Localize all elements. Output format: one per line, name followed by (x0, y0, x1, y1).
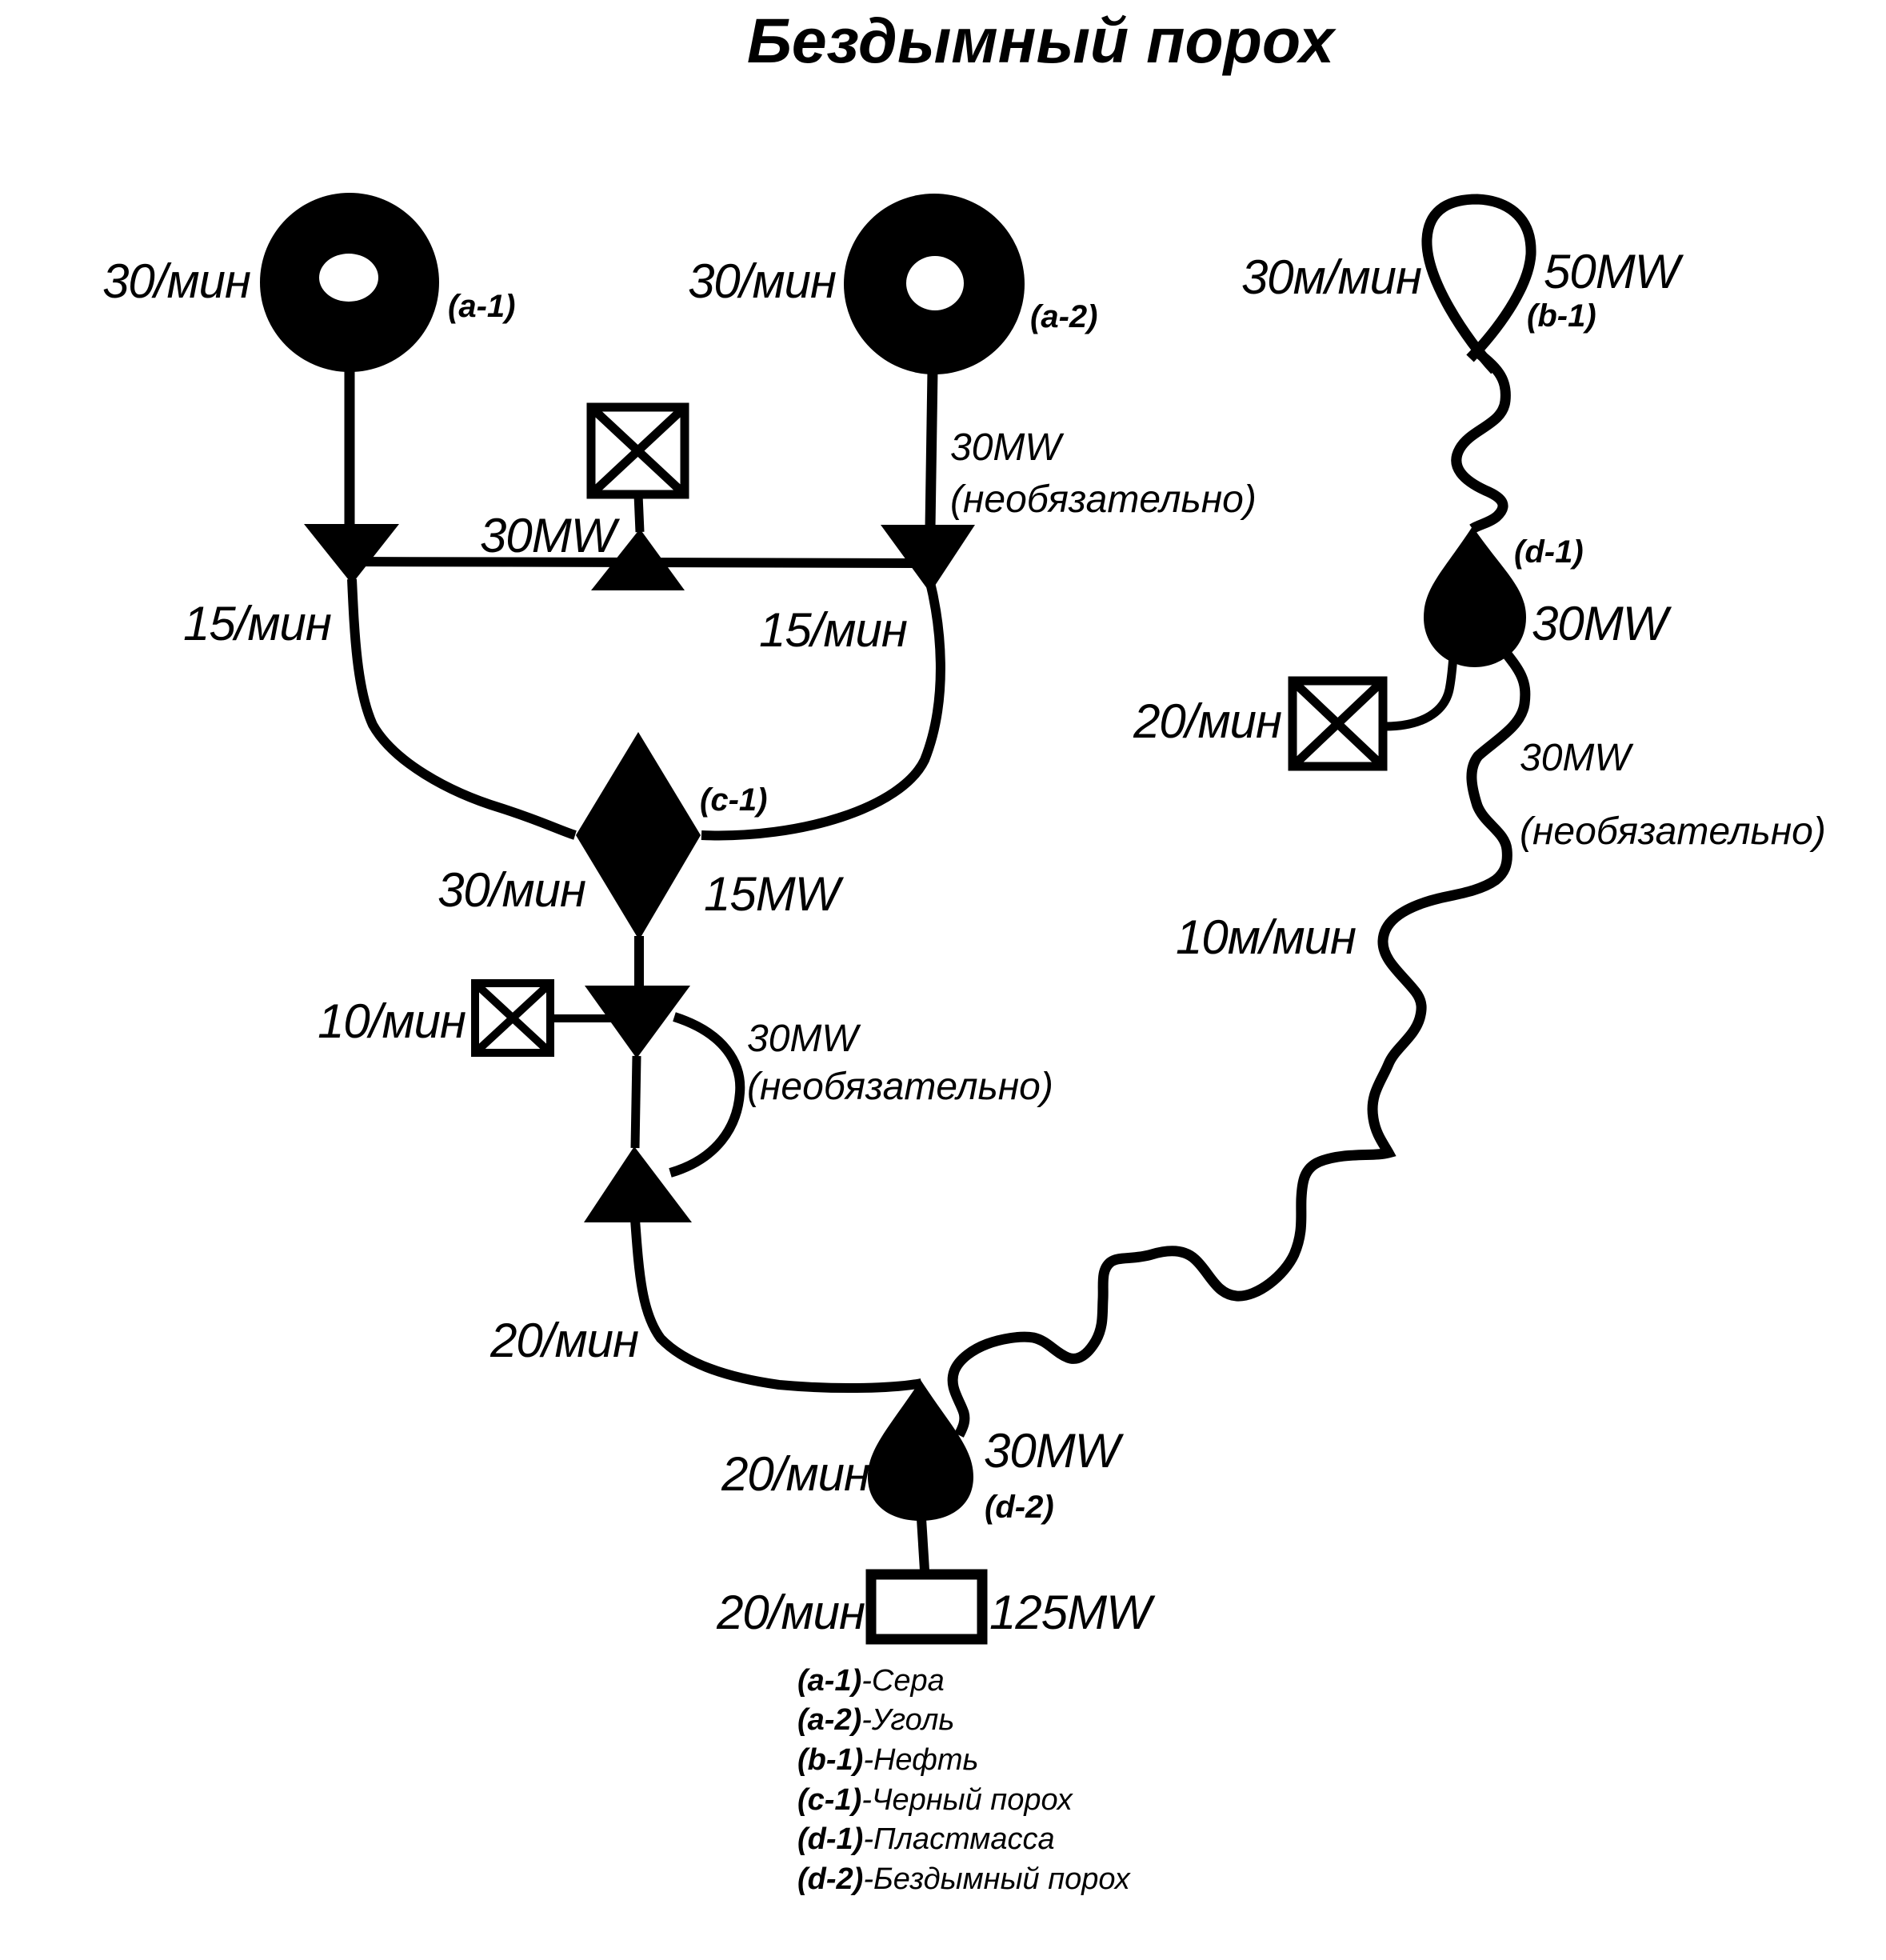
svg-text:30MW: 30MW (984, 1424, 1125, 1478)
svg-text:20/мин: 20/мин (1133, 694, 1281, 748)
svg-text:(a-2)-Уголь: (a-2)-Уголь (797, 1703, 954, 1737)
svg-text:30MW: 30MW (1520, 737, 1634, 779)
svg-text:(необязательно): (необязательно) (950, 478, 1257, 521)
svg-text:30/мин: 30/мин (438, 863, 585, 917)
svg-text:30MW: 30MW (480, 509, 621, 562)
svg-text:20/мин: 20/мин (716, 1586, 865, 1639)
svg-text:30MW: 30MW (950, 426, 1065, 469)
svg-text:15MW: 15MW (704, 867, 845, 921)
svg-text:(необязательно): (необязательно) (1520, 810, 1826, 853)
svg-text:30/мин: 30/мин (688, 254, 836, 308)
svg-text:(необязательно): (необязательно) (747, 1066, 1053, 1108)
svg-text:50MW: 50MW (1544, 245, 1684, 298)
svg-text:(b-1)-Нефть: (b-1)-Нефть (797, 1743, 979, 1777)
svg-text:20/мин: 20/мин (721, 1447, 869, 1501)
svg-text:(d-1): (d-1) (1514, 534, 1584, 570)
svg-text:(a-1): (a-1) (448, 289, 515, 324)
svg-text:30MW: 30MW (1532, 597, 1672, 650)
svg-text:(c-1)-Черный порох: (c-1)-Черный порох (797, 1783, 1074, 1817)
svg-text:10/мин: 10/мин (318, 994, 466, 1048)
svg-text:(d-1)-Пластмасса: (d-1)-Пластмасса (797, 1822, 1055, 1856)
svg-text:(a-2): (a-2) (1030, 299, 1097, 334)
svg-text:(d-2): (d-2) (985, 1490, 1054, 1525)
svg-text:(b-1): (b-1) (1527, 298, 1596, 334)
svg-text:(a-1)-Сера: (a-1)-Сера (797, 1664, 945, 1698)
svg-text:20/мин: 20/мин (489, 1314, 638, 1367)
svg-text:(c-1): (c-1) (700, 782, 767, 818)
svg-text:10м/мин: 10м/мин (1176, 910, 1356, 964)
svg-text:(d-2)-Бездымный порох: (d-2)-Бездымный порох (797, 1862, 1132, 1896)
svg-text:15/мин: 15/мин (183, 597, 331, 650)
svg-text:125MW: 125MW (989, 1586, 1156, 1639)
svg-text:30/мин: 30/мин (102, 254, 250, 308)
svg-text:30MW: 30MW (747, 1018, 861, 1060)
svg-text:30м/мин: 30м/мин (1241, 250, 1421, 304)
svg-text:Бездымный порох: Бездымный порох (747, 5, 1337, 76)
svg-text:15/мин: 15/мин (759, 603, 907, 657)
